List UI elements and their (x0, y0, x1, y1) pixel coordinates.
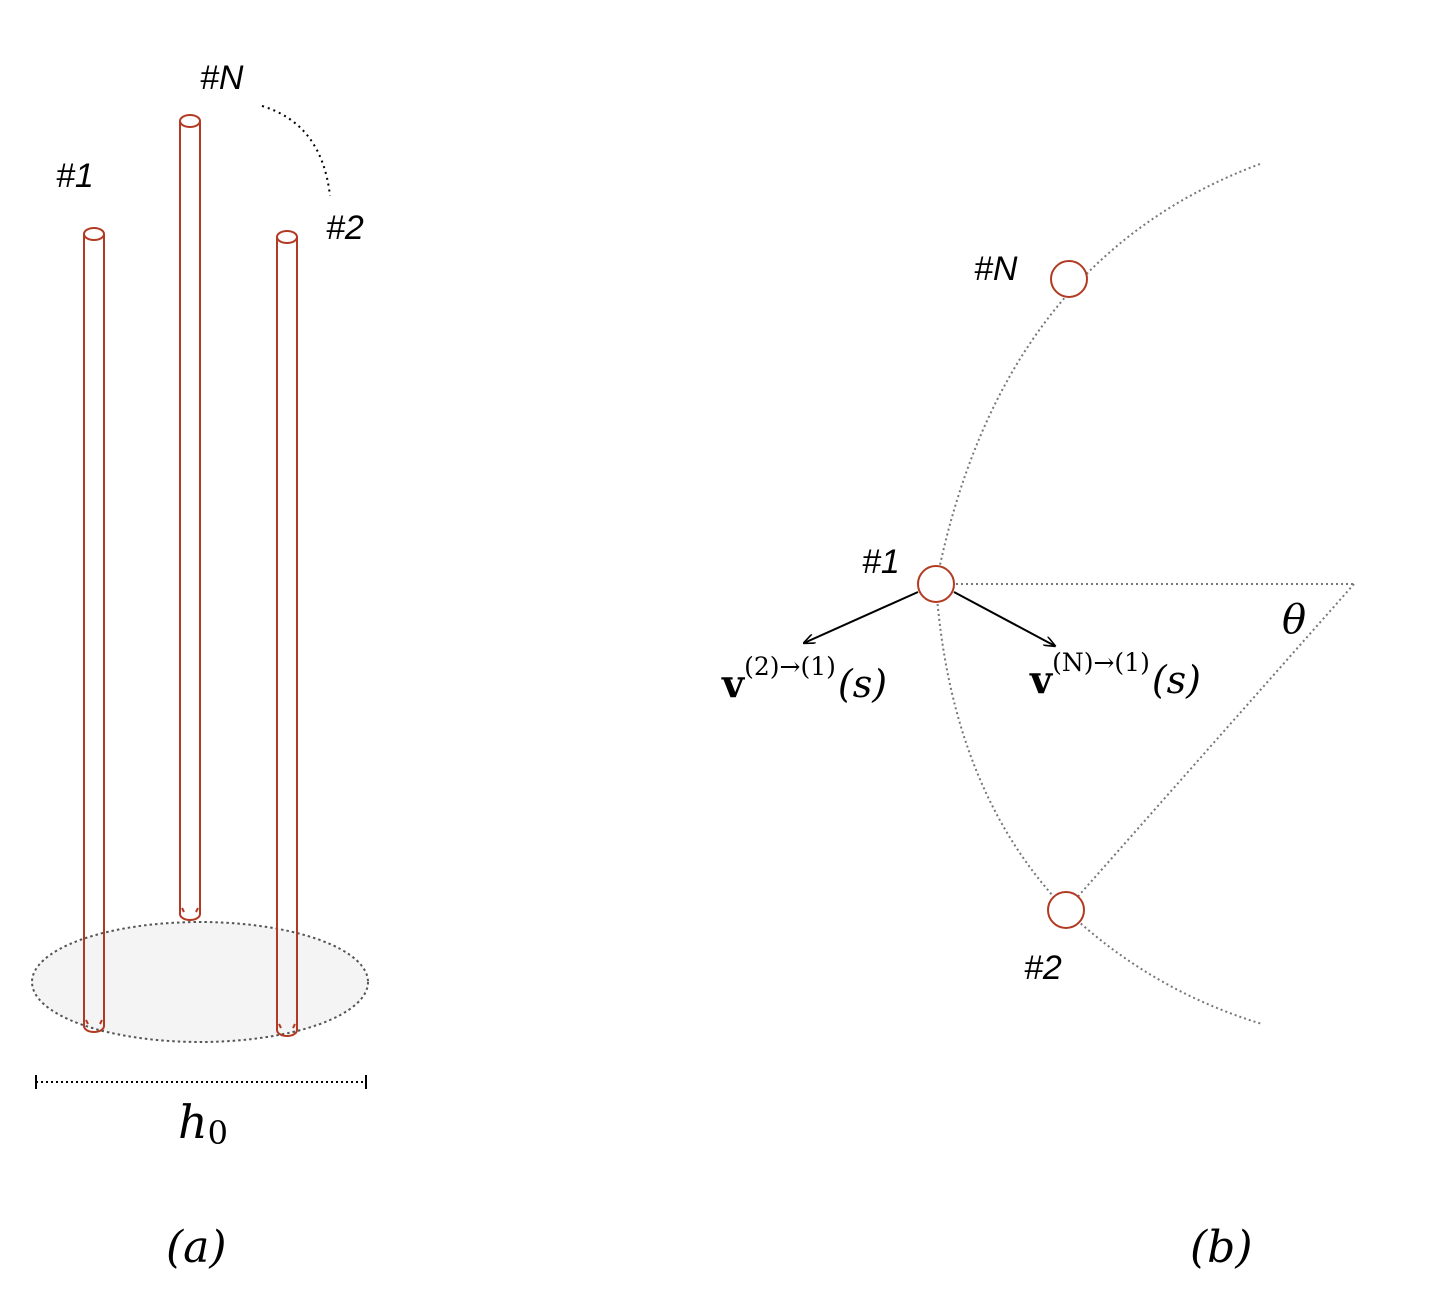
vector-label-right: v(N)→(1)(s) (1029, 648, 1201, 702)
panel-a: #1 #N #2 h0 (a) (31, 59, 369, 1273)
rod-1-label: #1 (56, 157, 94, 195)
dimension-symbol: h (178, 1095, 208, 1149)
dimension-subscript: 0 (208, 1114, 228, 1152)
node-2-label: #2 (1024, 949, 1062, 987)
node-1 (917, 565, 955, 603)
dimension-label: h0 (178, 1095, 228, 1152)
angle-label: θ (1282, 597, 1306, 643)
rod-n (179, 114, 201, 921)
dimension-line (35, 1075, 367, 1089)
vector-right-symbol: v (1029, 657, 1054, 702)
panel-b: #N #1 #2 θ v(2)→(1)(s) v(N)→(1)(s) (b) (721, 163, 1355, 1273)
vector-left-argument: (s) (838, 662, 887, 706)
node-1-label: #1 (862, 543, 900, 581)
rod-2 (276, 230, 298, 1037)
node-n (1050, 260, 1088, 298)
caption-a: (a) (166, 1222, 227, 1273)
rod-n-label: #N (200, 59, 244, 97)
vector-left-superscript: (2)→(1) (744, 652, 836, 681)
circle-arc-tail (1065, 909, 1263, 1025)
vector-right-argument: (s) (1152, 658, 1201, 702)
node-2 (1047, 891, 1085, 929)
circle-arc-upper (935, 163, 1261, 585)
rod-2-label: #2 (326, 209, 364, 247)
wedge-line-diagonal (1065, 583, 1355, 911)
circle-arc-lower (935, 583, 1067, 911)
vector-arrow-right (953, 591, 1055, 646)
ellipsis-arc (261, 105, 331, 197)
vector-arrow-left (804, 591, 919, 643)
rod-1 (83, 227, 105, 1033)
node-n-label: #N (974, 250, 1018, 288)
vector-left-symbol: v (721, 661, 746, 706)
caption-b: (b) (1190, 1222, 1253, 1273)
vector-right-superscript: (N)→(1) (1052, 648, 1150, 677)
vector-label-left: v(2)→(1)(s) (721, 652, 887, 706)
base-ellipse (31, 921, 369, 1043)
